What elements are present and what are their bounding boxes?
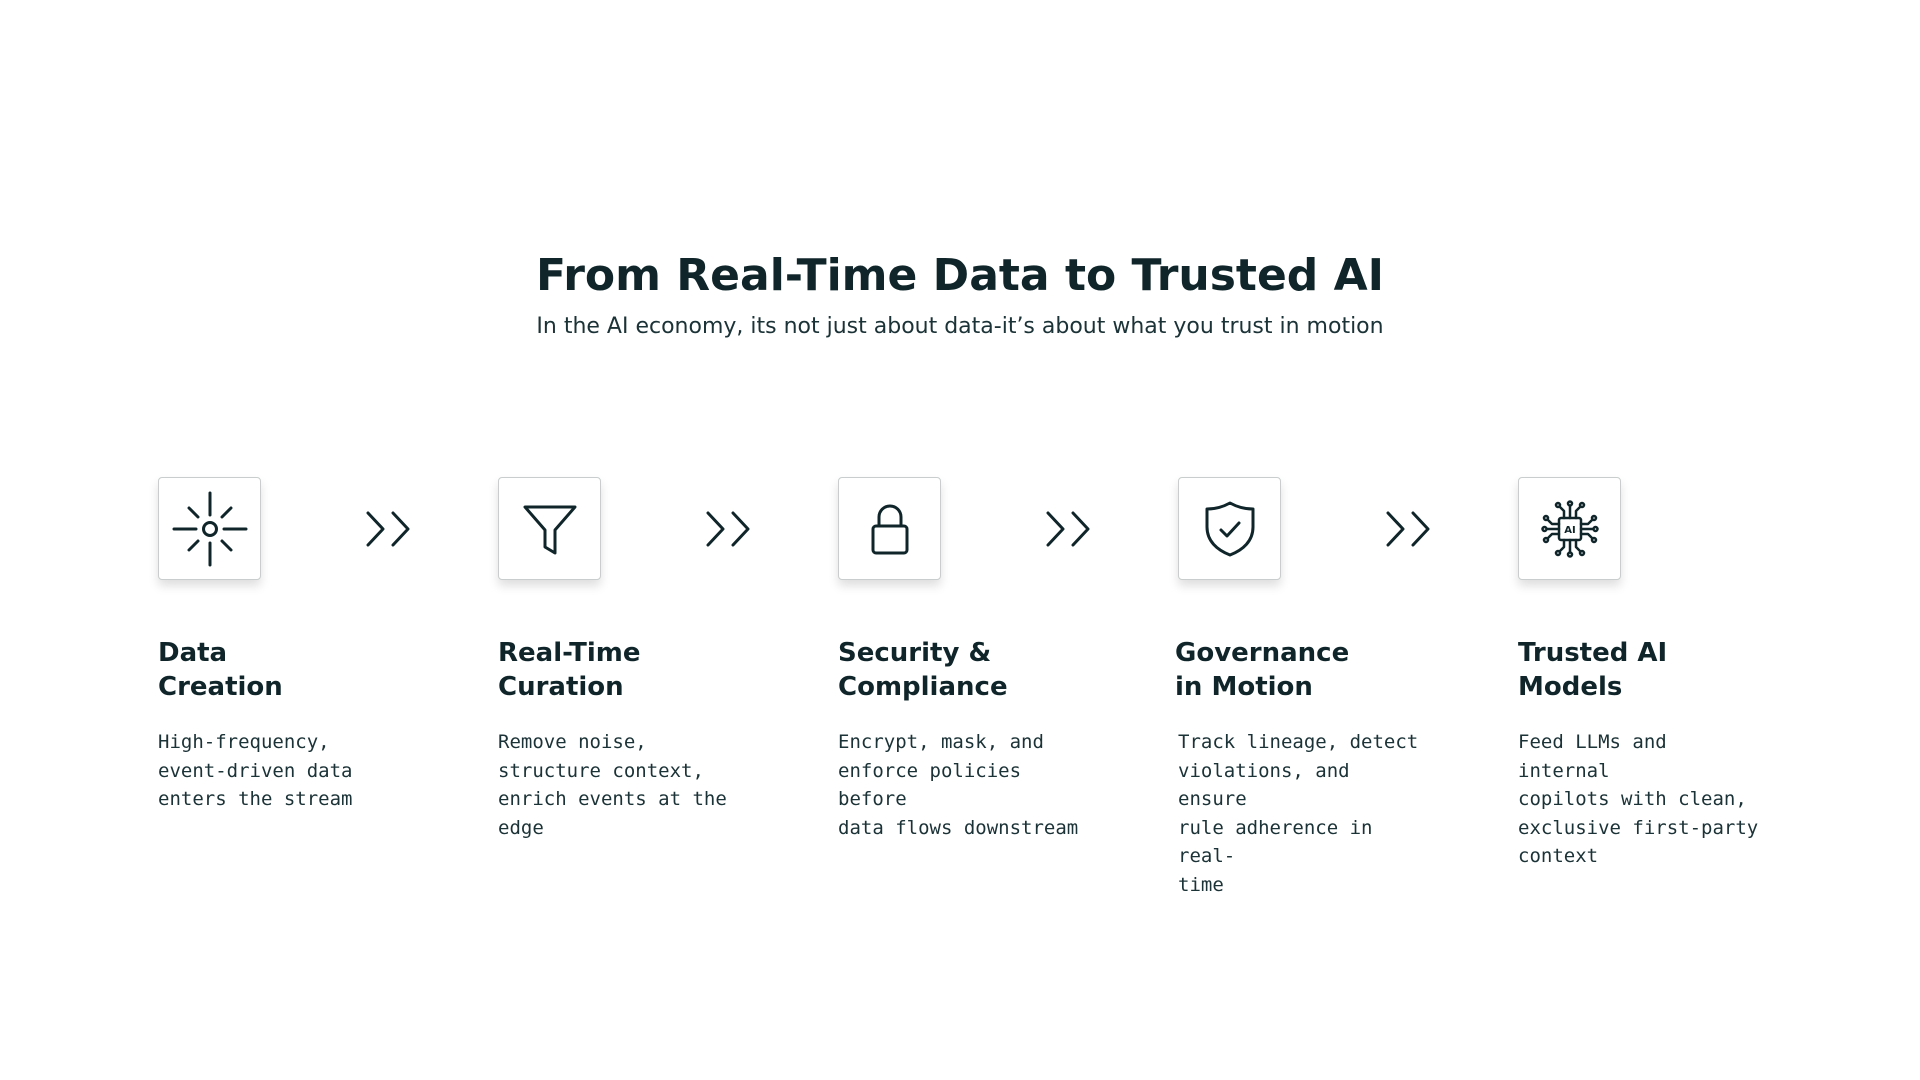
step-title-line: Curation [498, 672, 624, 702]
step-title-line: Governance [1175, 638, 1350, 668]
step-desc-governance-in-motion: Track lineage, detect violations, and en… [1178, 728, 1428, 899]
step-desc-line: exclusive first-party [1518, 816, 1759, 839]
step-desc-line: enforce policies before [838, 759, 1022, 811]
step-desc-line: Encrypt, mask, and [838, 731, 1044, 753]
step-desc-line: High-frequency, [158, 731, 330, 753]
icon-box-data-creation [158, 477, 261, 580]
step-title-trusted-ai-models: Trusted AI Models [1518, 636, 1758, 704]
step-desc-security-compliance: Encrypt, mask, and enforce policies befo… [838, 728, 1088, 842]
step-title-data-creation: Data Creation [158, 636, 398, 704]
icon-box-real-time-curation [498, 477, 601, 580]
icon-box-security-compliance [838, 477, 941, 580]
step-desc-line: Feed LLMs and internal [1518, 731, 1667, 782]
step-desc-line: data flows downstream [838, 816, 1079, 839]
step-title-line: Models [1518, 672, 1623, 702]
step-desc-line: enters the stream [158, 788, 353, 810]
step-desc-line: event-driven data [158, 759, 353, 782]
step-title-line: Security & [838, 638, 992, 668]
step-desc-line: violations, and ensure [1178, 759, 1350, 811]
double-chevron-right-icon [1046, 511, 1090, 547]
step-desc-real-time-curation: Remove noise, structure context, enrich … [498, 728, 748, 842]
ai-chip-label: AI [1564, 525, 1575, 536]
burst-icon [172, 491, 247, 566]
step-desc-line: time [1178, 873, 1224, 896]
lock-icon [871, 504, 908, 554]
step-desc-line: edge [498, 816, 544, 839]
page-subtitle: In the AI economy, its not just about da… [536, 314, 1384, 339]
step-desc-line: Remove noise, [498, 731, 647, 753]
step-desc-trusted-ai-models: Feed LLMs and internal copilots with cle… [1518, 728, 1768, 871]
step-title-line: Creation [158, 672, 283, 702]
step-desc-line: context [1518, 845, 1599, 867]
double-chevron-right-icon [1386, 511, 1430, 547]
step-title-line: Real-Time [498, 638, 641, 668]
double-chevron-right-icon [706, 511, 750, 547]
funnel-icon [523, 505, 576, 554]
ai-chip-icon: AI [1540, 499, 1599, 558]
double-chevron-right-icon [366, 511, 410, 547]
step-desc-data-creation: High-frequency, event-driven data enters… [158, 728, 408, 814]
step-title-line: Data [158, 638, 228, 668]
step-desc-line: enrich events at the [498, 788, 727, 810]
step-title-governance-in-motion: Governance in Motion [1175, 636, 1415, 704]
step-desc-line: copilots with clean, [1518, 788, 1747, 810]
step-desc-line: rule adherence in real- [1178, 816, 1373, 868]
step-desc-line: structure context, [498, 759, 704, 782]
step-title-real-time-curation: Real-Time Curation [498, 636, 738, 704]
step-title-line: in Motion [1175, 672, 1313, 702]
step-title-line: Trusted AI [1518, 638, 1668, 668]
icon-box-governance-in-motion [1178, 477, 1281, 580]
icon-box-trusted-ai-models: AI [1518, 477, 1621, 580]
step-title-security-compliance: Security & Compliance [838, 636, 1078, 704]
step-desc-line: Track lineage, detect [1178, 731, 1419, 753]
shield-check-icon [1205, 501, 1254, 556]
page-title: From Real-Time Data to Trusted AI [535, 250, 1385, 301]
step-title-line: Compliance [838, 672, 1008, 702]
